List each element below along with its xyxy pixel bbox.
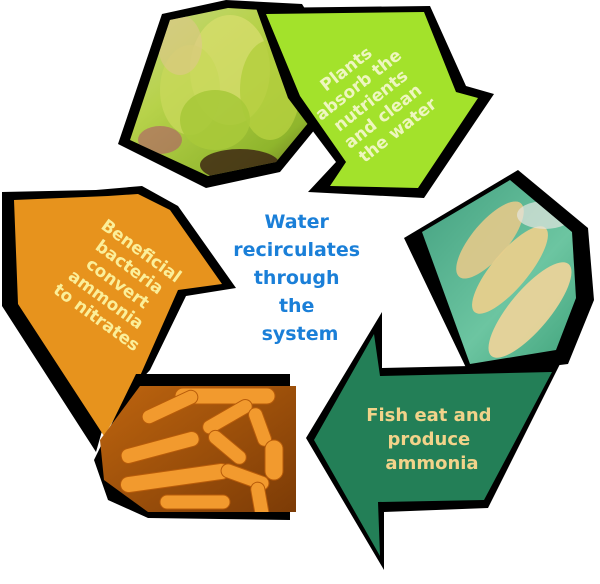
plants-label: Plants absorb the nutrients and clean th… — [299, 26, 447, 172]
fish-photo — [404, 170, 594, 376]
fish-label: Fish eat and produce ammonia — [366, 405, 498, 474]
plants-arrow — [256, 6, 494, 198]
svg-text:Water recirculates: Water recirculates through the system — [233, 211, 366, 345]
svg-text:Fish eat and produce: Fish eat and produce ammonia — [366, 405, 498, 474]
center-label: Water recirculates through the system — [233, 211, 366, 345]
fish-arrow — [306, 312, 560, 570]
bacteria-arrow — [2, 186, 236, 452]
bacteria-photo — [94, 374, 296, 520]
svg-text:Plants absorb the: Plants absorb the nutrients and clean th… — [299, 26, 447, 172]
